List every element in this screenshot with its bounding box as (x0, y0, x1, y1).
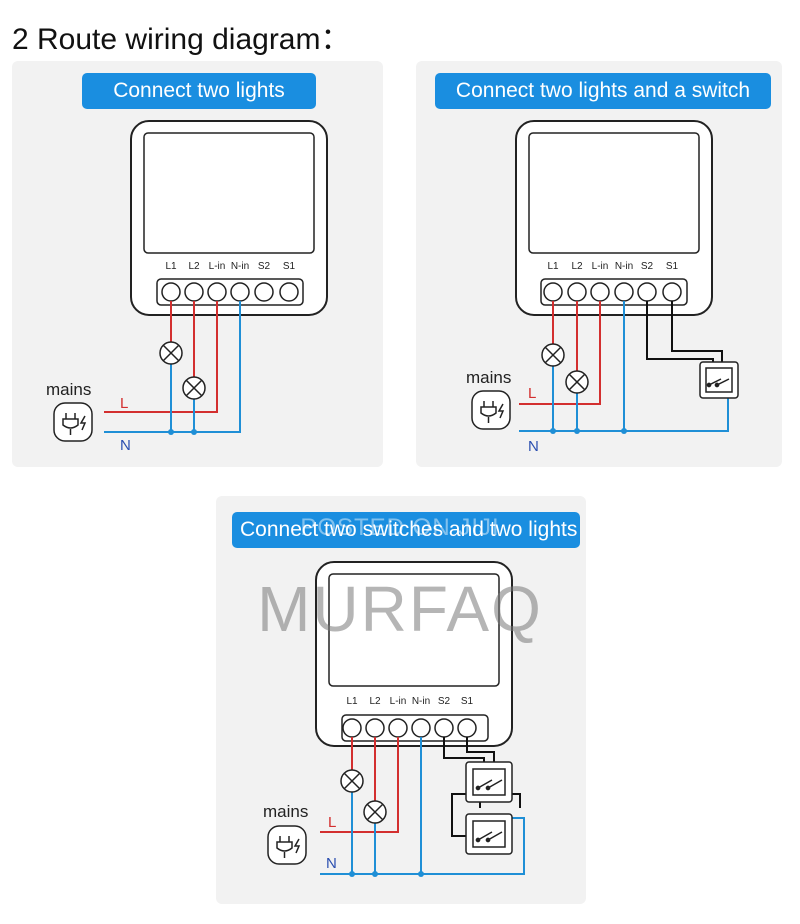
plug-icon (471, 390, 511, 430)
mains-label: mains (466, 368, 512, 387)
neutral-label: N (120, 437, 131, 454)
mains-label: mains (46, 380, 92, 399)
neutral-wires (519, 301, 729, 432)
terminal-label-l2: L2 (571, 261, 583, 272)
plug-icon (267, 825, 307, 865)
panel-header: Connect two lights and a switch (435, 73, 771, 109)
terminal-label-l2: L2 (369, 696, 381, 707)
terminal-labels: L1 L2 L-in N-in S2 S1 (346, 696, 473, 707)
terminal-label-l1: L1 (346, 696, 358, 707)
terminal-label-lin: L-in (390, 696, 407, 707)
terminal-label-l1: L1 (165, 261, 177, 272)
terminal-label-nin: N-in (615, 261, 633, 272)
terminal-label-s1: S1 (283, 261, 296, 272)
junction-dots (349, 871, 424, 877)
panel-two-lights: L1 L2 L-in N-in S2 S1 L N (12, 61, 383, 467)
junction-dots (550, 428, 627, 434)
terminal-label-s2: S2 (258, 261, 271, 272)
terminal-labels: L1 L2 L-in N-in S2 S1 (547, 261, 678, 272)
terminal-label-nin: N-in (412, 696, 430, 707)
panel-header: Connect two switches and two lights (232, 512, 580, 548)
panel-header: Connect two lights (82, 73, 316, 109)
panel-two-switches-and-two-lights: L1 L2 L-in N-in S2 S1 (216, 496, 586, 904)
junction-dots (168, 429, 197, 435)
watermark: MURFAQ (257, 573, 543, 645)
live-wires (519, 301, 601, 405)
page-title: 2 Route wiring diagram： (12, 23, 351, 56)
relay-module (515, 120, 713, 316)
terminal-label-s1: S1 (461, 696, 474, 707)
terminal-labels: L1 L2 L-in N-in S2 S1 (165, 261, 295, 272)
neutral-label: N (326, 855, 337, 872)
terminal-label-s2: S2 (641, 261, 654, 272)
lamp-icon (340, 769, 387, 824)
terminal-label-s1: S1 (666, 261, 679, 272)
terminal-label-lin: L-in (209, 261, 226, 272)
live-label: L (328, 814, 336, 831)
terminal-label-lin: L-in (592, 261, 609, 272)
watermark-small: POSTED ON JIJI (300, 514, 500, 541)
live-label: L (120, 395, 128, 412)
wall-switch-icon (699, 361, 739, 399)
relay-module (315, 561, 513, 747)
live-wires (104, 301, 218, 413)
lamp-icon (159, 341, 206, 400)
wiring-diagram-two-lights-and-switch: L1 L2 L-in N-in S2 S1 (471, 120, 739, 455)
neutral-label: N (528, 438, 539, 455)
terminal-label-l2: L2 (188, 261, 200, 272)
wiring-diagram-two-lights: L1 L2 L-in N-in S2 S1 L N (53, 120, 328, 454)
lamp-icon (541, 343, 589, 394)
wiring-diagram-two-switches-and-two-lights: L1 L2 L-in N-in S2 S1 (267, 561, 525, 877)
terminal-label-nin: N-in (231, 261, 249, 272)
terminal-label-l1: L1 (547, 261, 559, 272)
mains-label: mains (263, 802, 309, 821)
terminal-label-s2: S2 (438, 696, 451, 707)
panel-two-lights-and-switch: L1 L2 L-in N-in S2 S1 (416, 61, 782, 467)
relay-module (130, 120, 328, 316)
neutral-wires (104, 301, 241, 433)
wall-switch-icon (465, 813, 513, 855)
plug-icon (53, 402, 93, 442)
wall-switch-icon (465, 761, 513, 803)
live-wires (320, 737, 399, 833)
live-label: L (528, 385, 536, 402)
